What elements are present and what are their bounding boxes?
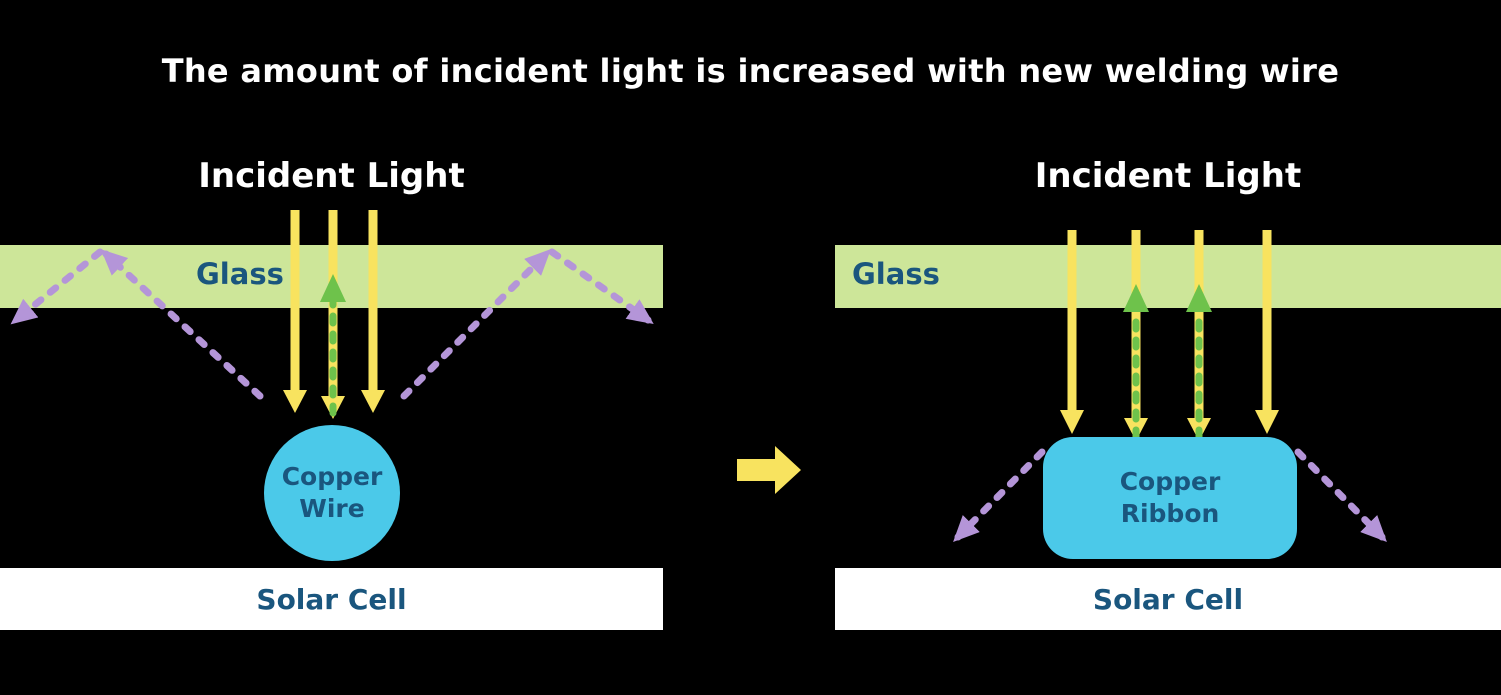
copper-ribbon-label-line2: Ribbon: [1120, 499, 1220, 528]
left-solar-cell-label: Solar Cell: [256, 582, 407, 616]
left-incident-light-label: Incident Light: [198, 156, 465, 196]
copper-wire-label-line1: Copper: [281, 461, 383, 491]
copper-wire-label-line2: Wire: [299, 494, 365, 523]
transition-right-arrow-icon: [737, 446, 801, 494]
left-solar-cell-band: Solar Cell: [0, 568, 663, 630]
right-incident-ray-arrows-icon: [1060, 230, 1279, 441]
left-lost-light-ray-left-icon: [10, 248, 264, 400]
copper-wire: Copper Wire: [264, 425, 400, 561]
left-lost-light-ray-right-icon: [400, 248, 654, 400]
left-glass-label: Glass: [196, 257, 284, 291]
copper-ribbon-label-line1: Copper: [1119, 466, 1221, 496]
right-lost-light-ray-left-icon: [953, 448, 1046, 542]
left-reflected-ray-arrow-icon: [320, 274, 346, 417]
right-solar-cell-band: Solar Cell: [835, 568, 1501, 630]
right-glass-band: Glass: [835, 245, 1501, 308]
right-glass-label: Glass: [852, 257, 940, 291]
right-lost-light-ray-right-icon: [1294, 448, 1387, 542]
copper-ribbon: Copper Ribbon: [1043, 437, 1297, 559]
right-solar-cell-label: Solar Cell: [1092, 582, 1244, 616]
right-reflected-ray-arrows-icon: [1123, 284, 1212, 441]
right-incident-light-label: Incident Light: [1034, 156, 1302, 196]
diagram-title: The amount of incident light is increase…: [161, 52, 1340, 90]
